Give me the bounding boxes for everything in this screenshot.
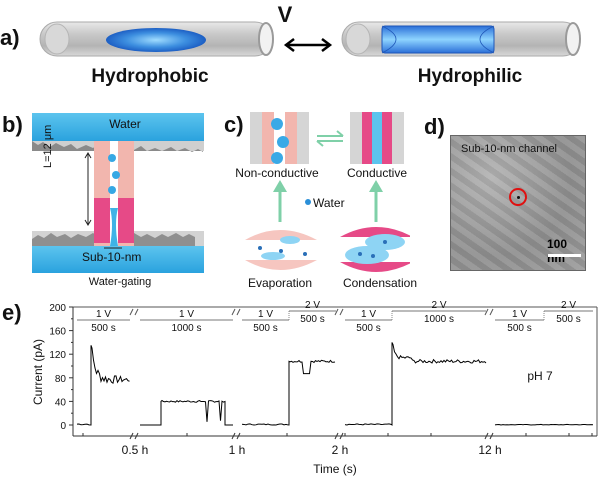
ph-annotation: pH 7 [527,369,553,383]
y-tick-label: 200 [49,303,66,314]
length-label: L=12 μm [42,124,54,168]
y-axis-label: Current (pA) [31,339,45,405]
duration-label: 500 s [300,314,324,325]
axis-break-icon [231,308,241,316]
water-gating-caption: Water-gating [88,276,152,288]
current-trace [241,359,336,426]
axis-break-icon [484,308,494,316]
water-label: Water [109,117,141,131]
y-tick-label: 80 [55,374,67,385]
arrow-up-icon [369,180,383,222]
axis-break-icon [129,308,139,316]
panel-c-label: c) [224,112,244,137]
axis-break-icon [334,308,344,316]
non-conductive-channel [250,112,309,164]
non-conductive-label: Non-conductive [235,166,319,180]
axis-break-icon [129,432,139,440]
axis-break-icon [484,432,494,440]
panel-b-schematic [32,113,204,273]
duration-label: 500 s [91,323,115,334]
voltage-label: 2 V [431,300,446,311]
axis-break-icon [334,432,344,440]
voltage-label: 1 V [512,309,527,320]
hydrophilic-tube [341,21,581,57]
y-tick-label: 0 [60,421,66,432]
x-break-label: 2 h [332,443,349,457]
sem-title: Sub-10-nm channel [461,143,558,155]
x-break-label: 12 h [478,443,501,457]
voltage-label: 1 V [96,309,111,320]
panel-a-tubes [39,21,581,57]
x-axis-label: Time (s) [313,462,357,476]
current-trace [494,423,594,426]
panel-e-label: e) [2,300,22,325]
voltage-label: 1 V [361,309,376,320]
current-trace [140,399,233,426]
x-break-label: 1 h [229,443,246,457]
hydrophobic-caption: Hydrophobic [91,66,209,87]
duration-label: 1000 s [424,314,454,325]
duration-label: 500 s [556,314,580,325]
y-tick-label: 160 [49,327,66,338]
y-tick-label: 120 [49,350,66,361]
axis-break-icon [231,432,241,440]
hydrophobic-tube [39,21,274,57]
current-trace [344,342,487,426]
duration-label: 1000 s [171,323,201,334]
sem-image: Sub-10-nm channel 100 nm [450,135,586,271]
water-legend-label: Water [313,196,345,210]
condensation-label: Condensation [342,276,418,290]
voltage-label: 1 V [179,309,194,320]
x-break-label: 0.5 h [122,443,149,457]
panel-c-schematic [245,112,410,272]
hydrophilic-caption: Hydrophilic [417,66,523,87]
water-droplet [106,28,206,52]
conductive-channel [350,112,404,164]
sub-10nm-label: Sub-10-nm [82,250,142,264]
current-trace [76,345,130,426]
evaporation-label: Evaporation [247,276,313,290]
duration-label: 500 s [507,323,531,334]
scale-bar-label: 100 nm [547,237,568,265]
water-column [381,25,495,54]
panel-a-label: a) [0,25,20,50]
arrow-up-icon [273,180,287,222]
scale-bar [548,254,581,257]
channel-pore [517,196,520,199]
evaporation-diagram [245,230,317,270]
panel-d-label: d) [424,114,445,139]
voltage-label: V [277,2,293,27]
duration-label: 500 s [253,323,277,334]
duration-label: 500 s [356,323,380,334]
channel-marker-circle [509,188,527,206]
condensation-diagram [340,227,410,272]
double-arrow-icon [283,38,333,52]
voltage-label: 2 V [305,300,320,311]
water-legend-dot [305,199,311,205]
conductive-label: Conductive [346,166,408,180]
panel-b-label: b) [2,112,23,137]
voltage-label: 1 V [258,309,273,320]
y-tick-label: 40 [55,397,67,408]
voltage-label: 2 V [561,300,576,311]
